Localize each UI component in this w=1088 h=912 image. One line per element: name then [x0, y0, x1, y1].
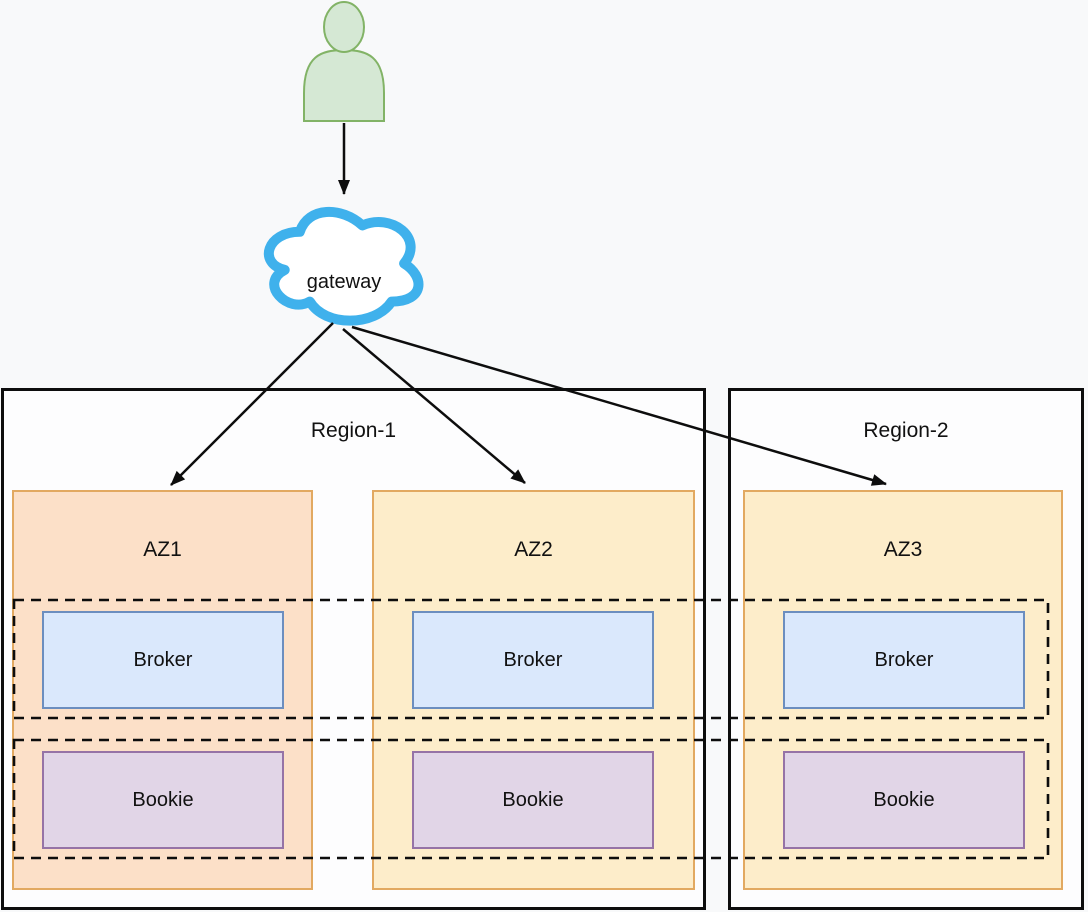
- az1-label: AZ1: [143, 538, 182, 561]
- broker-node-az2: Broker: [412, 611, 654, 709]
- bookie-node-az1: Bookie: [42, 751, 284, 849]
- broker-node-az1-label: Broker: [133, 648, 193, 671]
- bookie-node-az2-label: Bookie: [502, 788, 564, 811]
- az3-label: AZ3: [883, 538, 923, 561]
- broker-node-az1: Broker: [42, 611, 284, 709]
- bookie-node-az2: Bookie: [412, 751, 654, 849]
- broker-node-az3: Broker: [783, 611, 1025, 709]
- bookie-node-az1-label: Bookie: [132, 788, 194, 811]
- region-2-label: Region-2: [863, 419, 949, 442]
- cloud-icon: [263, 206, 424, 326]
- region-1-label: Region-1: [310, 419, 397, 442]
- gateway-label: gateway: [306, 271, 382, 293]
- az2-label: AZ2: [514, 538, 553, 561]
- bookie-node-az3: Bookie: [783, 751, 1025, 849]
- broker-node-az3-label: Broker: [874, 648, 934, 671]
- broker-node-az2-label: Broker: [503, 648, 563, 671]
- user-icon: [303, 1, 385, 122]
- bookie-node-az3-label: Bookie: [873, 788, 935, 811]
